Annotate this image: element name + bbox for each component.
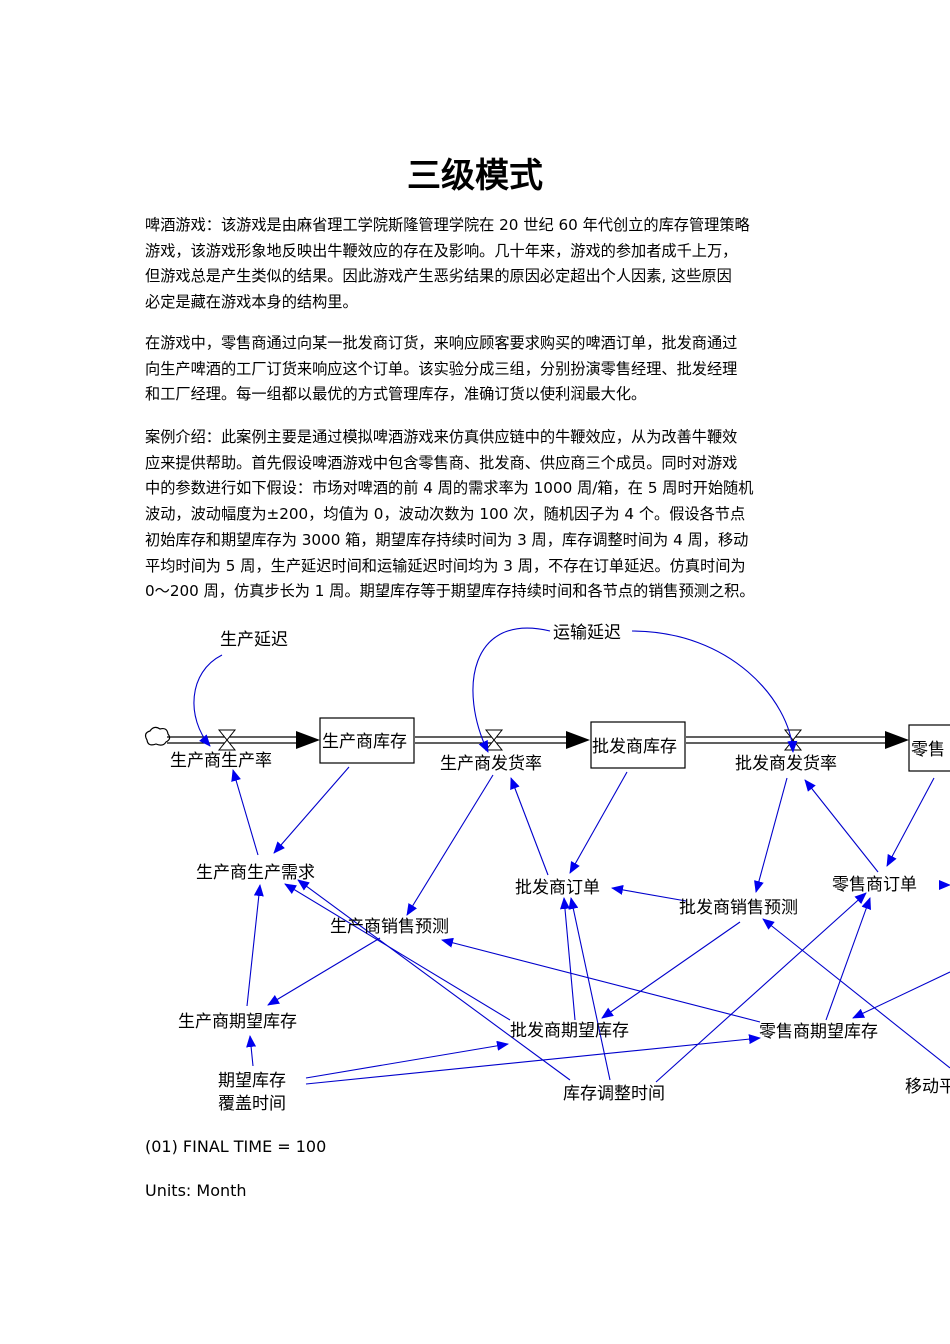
stock-box-producer <box>319 717 415 764</box>
label-wholesaler-forecast: 批发商销售预测 <box>679 898 798 918</box>
link-arrow <box>510 777 549 876</box>
link-arrow <box>472 627 551 753</box>
stock-flow-diagram: 生产延迟 运输延迟 生产商库存 批发商库存 零售 生产商生产率 生产商发货率 批… <box>144 623 950 1114</box>
label-producer-inventory: 生产商库存 <box>322 732 407 752</box>
flow-pipe-wholesaler-shipping <box>686 736 888 744</box>
final-time-line: (01) FINAL TIME = 100 <box>145 1137 327 1156</box>
label-retailer-desired-inventory: 零售商期望库存 <box>759 1022 878 1042</box>
link-arrow <box>568 897 611 1081</box>
flow-arrow-icon <box>885 731 909 749</box>
label-wholesaler-order: 批发商订单 <box>515 878 600 898</box>
link-arrow <box>231 769 259 856</box>
flow-arrow-icon <box>296 731 320 749</box>
link-arrow <box>825 897 871 1021</box>
link-arrow <box>297 879 571 1081</box>
label-wholesaler-shipping-rate: 批发商发货率 <box>735 754 837 774</box>
label-producer-shipping-rate: 生产商发货率 <box>440 754 542 774</box>
text-line: 0～200 周，仿真步长为 1 周。期望库存等于期望库存持续时间和各节点的销售预… <box>145 582 755 601</box>
link-arrow <box>246 884 264 1007</box>
label-wholesaler-desired-inventory: 批发商期望库存 <box>510 1021 629 1041</box>
link-arrow <box>246 1035 257 1067</box>
label-coverage-time-line1: 期望库存 <box>218 1071 286 1091</box>
label-adjust-time: 库存调整时间 <box>563 1084 665 1104</box>
link-arrow <box>267 937 381 1006</box>
label-producer-desired-inventory: 生产商期望库存 <box>178 1012 297 1032</box>
link-arrow <box>804 779 879 873</box>
link-arrow <box>284 883 511 1021</box>
text-line: 应来提供帮助。首先假设啤酒游戏中包含零售商、批发商、供应商三个成员。同时对游戏 <box>145 453 738 472</box>
stock-box-wholesaler <box>590 721 686 769</box>
text-line: 平均时间为 5 周，生产延迟时间和运输延迟时间均为 3 周，不存在订单延迟。仿真… <box>145 556 746 575</box>
link-arrow <box>601 921 741 1019</box>
text-line: 游戏，该游戏形象地反映出牛鞭效应的存在及影响。几十年来，游戏的参加者成千上万， <box>145 241 738 260</box>
text-line: 但游戏总是产生类似的结果。因此游戏产生恶劣结果的原因必定超出个人因素, 这些原因 <box>145 267 732 286</box>
label-production-delay: 生产延迟 <box>220 630 288 650</box>
link-arrow <box>852 971 950 1019</box>
link-arrow <box>560 897 576 1021</box>
text-line: 必定是藏在游戏本身的结构里。 <box>145 293 358 312</box>
text-line: 中的参数进行如下假设：市场对啤酒的前 4 周的需求率为 1000 周/箱，在 5… <box>145 479 754 498</box>
label-production-rate: 生产商生产率 <box>170 751 272 771</box>
link-arrow <box>631 630 798 753</box>
paragraph-case: 案例介绍：此案例主要是通过模拟啤酒游戏来仿真供应链中的牛鞭效应，从为改善牛鞭效 … <box>145 425 810 605</box>
text-line: 向生产啤酒的工厂订货来响应这个订单。该实验分成三组，分别扮演零售经理、批发经理 <box>145 359 738 378</box>
link-arrow <box>193 654 223 747</box>
valve-icon <box>217 729 237 751</box>
paragraph-game: 在游戏中，零售商通过向某一批发商订货，来响应顾客要求购买的啤酒订单，批发商通过 … <box>145 331 810 408</box>
stock-box-retailer <box>908 724 950 772</box>
link-arrow <box>754 777 788 893</box>
label-retailer-order: 零售商订单 <box>832 875 917 895</box>
text-line: 波动，波动幅度为±200，均值为 0，波动次数为 100 次，随机因子为 4 个… <box>145 505 746 524</box>
link-arrow <box>655 892 867 1083</box>
link-arrow <box>611 884 687 902</box>
label-coverage-time-line2: 覆盖时间 <box>218 1094 286 1114</box>
link-arrow <box>441 937 761 1023</box>
link-arrow <box>886 777 935 867</box>
text-line: 初始库存和期望库存为 3000 箱，期望库存持续时间为 3 周，库存调整时间为 … <box>145 530 749 549</box>
link-arrow <box>273 766 350 854</box>
text-line: 啤酒游戏：该游戏是由麻省理工学院斯隆管理学院在 20 世纪 60 年代创立的库存… <box>145 216 750 234</box>
link-arrow <box>305 1040 509 1079</box>
label-moving-average: 移动平 <box>905 1077 950 1097</box>
text-line: 和工厂经理。每一组都以最优的方式管理库存，准确订货以使利润最大化。 <box>145 385 647 404</box>
label-transport-delay: 运输延迟 <box>553 623 621 643</box>
text-line: 在游戏中，零售商通过向某一批发商订货，来响应顾客要求购买的啤酒订单，批发商通过 <box>145 334 738 352</box>
link-arrow <box>406 774 494 916</box>
units-line: Units: Month <box>145 1181 247 1200</box>
link-arrow <box>762 918 950 1069</box>
text-line: 案例介绍：此案例主要是通过模拟啤酒游戏来仿真供应链中的牛鞭效应，从为改善牛鞭效 <box>145 428 738 446</box>
label-producer-forecast: 生产商销售预测 <box>330 917 449 937</box>
valve-icon <box>484 729 504 751</box>
page-title: 三级模式 <box>407 156 543 196</box>
flow-pipe-production <box>167 736 300 744</box>
paragraph-intro: 啤酒游戏：该游戏是由麻省理工学院斯隆管理学院在 20 世纪 60 年代创立的库存… <box>145 213 810 316</box>
label-wholesaler-inventory: 批发商库存 <box>592 737 677 757</box>
cloud-source-icon <box>144 726 171 746</box>
label-producer-demand: 生产商生产需求 <box>196 863 315 883</box>
label-retailer-inventory: 零售 <box>911 740 945 760</box>
flow-arrow-icon <box>566 731 590 749</box>
link-arrow <box>569 771 628 874</box>
link-arrow <box>305 1034 761 1085</box>
